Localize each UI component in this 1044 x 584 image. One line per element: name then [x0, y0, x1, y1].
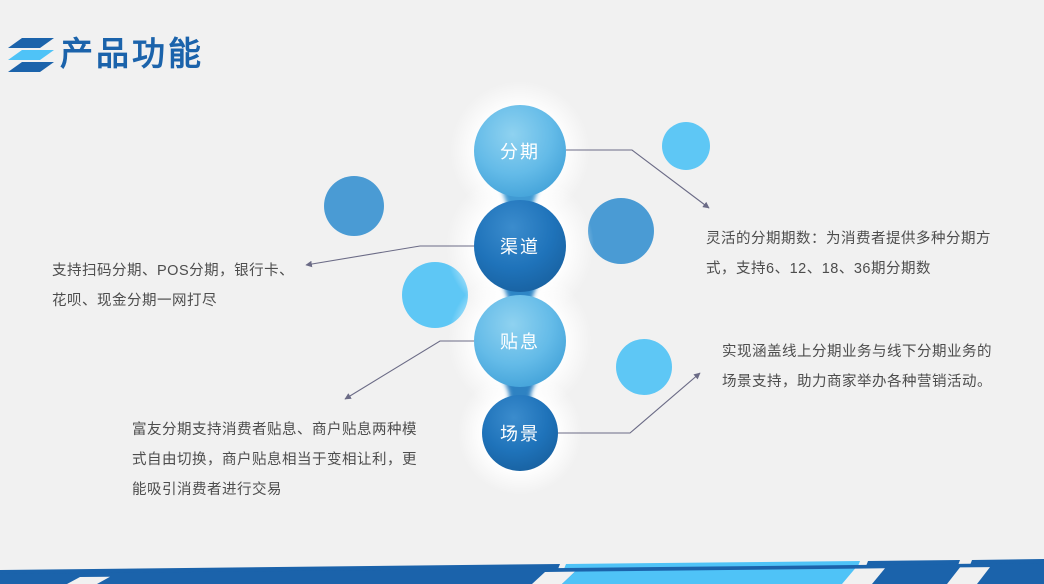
- connector-subsidy: [344, 340, 474, 400]
- description-installment: 灵活的分期期数：为消费者提供多种分期方 式，支持6、12、18、36期分期数: [706, 231, 991, 277]
- description-scene: 实现涵盖线上分期业务与线下分期业务的 场景支持，助力商家举办各种营销活动。: [722, 344, 992, 390]
- deco-circle-top-cyan: [662, 122, 710, 170]
- slide-header: 产品功能: [0, 0, 1044, 104]
- deco-circle-left-medium: [324, 176, 384, 236]
- neck-3: [502, 377, 538, 403]
- deco-circle-right-medium: [588, 198, 654, 264]
- neck-1: [500, 185, 540, 214]
- layers-stack-icon: [8, 38, 54, 72]
- description-subsidy: 富友分期支持消费者贴息、商户贴息两种模 式自由切换，商户贴息相当于变相让利，更 …: [132, 422, 417, 498]
- node-label-subsidy[interactable]: 贴息: [500, 332, 540, 352]
- node-label-installment[interactable]: 分期: [500, 142, 540, 162]
- deco-circle-bottom-cyan: [616, 339, 672, 395]
- bottom-decorative-bar: [0, 540, 1044, 584]
- deco-circle-left-cyan: [402, 262, 468, 328]
- connector-channel: [305, 245, 474, 268]
- neck-2: [501, 281, 539, 310]
- description-channel: 支持扫码分期、POS分期，银行卡、 花呗、现金分期一网打尽: [52, 263, 295, 309]
- node-label-channel[interactable]: 渠道: [500, 237, 540, 257]
- page-title: 产品功能: [60, 35, 204, 72]
- node-label-scene[interactable]: 场景: [500, 424, 540, 444]
